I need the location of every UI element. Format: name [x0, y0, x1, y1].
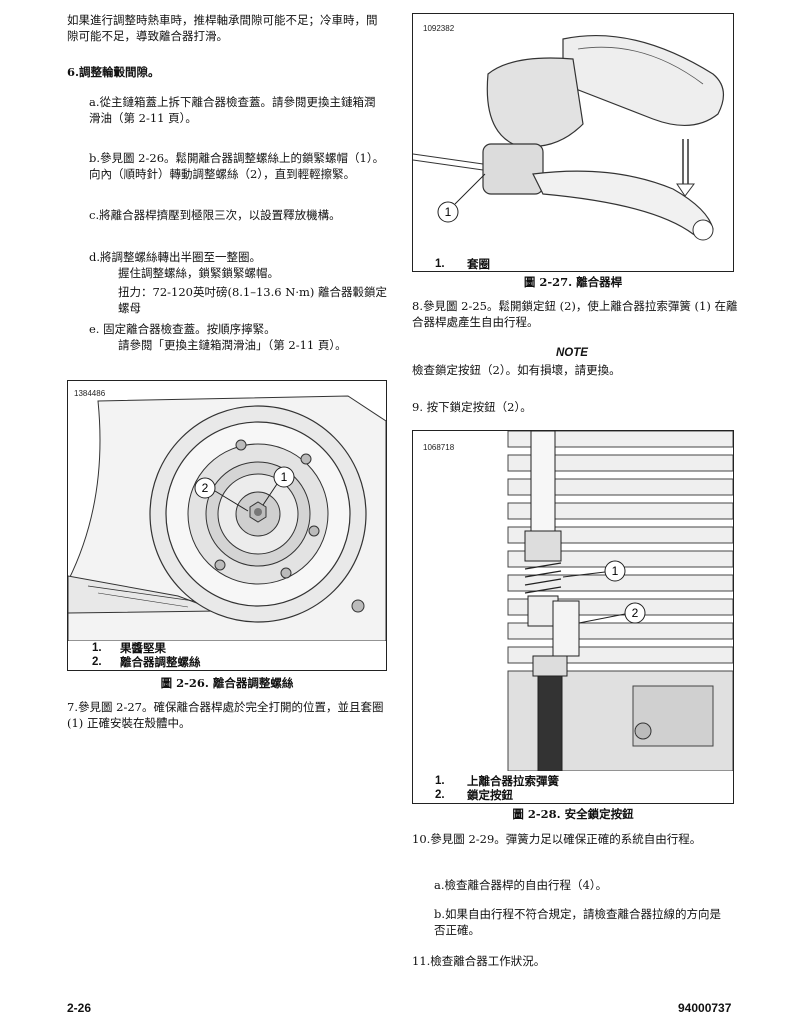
step-6b-line-2: 向內（順時針）轉動調整螺絲（2），直到輕輕擦緊。: [89, 167, 356, 181]
lock-button-illustration: 1 2: [507, 431, 733, 771]
step-6a-line-1: a.從主鏈箱蓋上拆下離合器檢查蓋。請參閱更換主鏈箱潤: [89, 95, 376, 109]
step-7-line-2: (1) 正確安裝在殼體中。: [67, 716, 191, 730]
step-10b-line-1: b.如果自由行程不符合規定，請檢查離合器拉線的方向是: [434, 907, 722, 921]
step-6-heading: 6.調整輪轂間隙。: [67, 65, 160, 79]
clutch-cover-illustration: 1 2: [68, 395, 386, 641]
step-6e-line-1: e. 固定離合器檢查蓋。按順序擰緊。: [89, 322, 276, 336]
step-6a-line-2: 滑油（第 2-11 頁）。: [89, 111, 197, 125]
step-6d-line-2: 握住調整螺絲，鎖緊鎖緊螺帽。: [118, 266, 279, 280]
step-6c: c.將離合器桿擠壓到極限三次，以設置釋放機構。: [89, 208, 341, 222]
figure-2-28: 1068718 1: [412, 430, 734, 804]
torque-spec-line-1: 扭力：72-120英吋磅(8.1–13.6 N·m) 離合器轂鎖定: [118, 285, 388, 299]
intro-line-1: 如果進行調整時熱車時，推桿軸承間隙可能不足；冷車時，間: [67, 13, 378, 27]
note-title: NOTE: [556, 347, 588, 359]
page-number: 2-26: [67, 1001, 92, 1015]
step-6e-line-2: 請參閱「更換主鏈箱潤滑油」（第 2-11 頁）。: [118, 338, 347, 352]
fig26-caption: 圖 2-26. 離合器調整螺絲: [160, 676, 294, 690]
step-6b-line-1: b.參見圖 2-26。鬆開離合器調整螺絲上的鎖緊螺帽（1）。: [89, 151, 385, 165]
figure-id: 1068718: [423, 443, 455, 452]
step-8-line-1: 8.參見圖 2-25。鬆開鎖定鈕 (2)，使上離合器拉索彈簧 (1) 在離: [412, 299, 738, 313]
fig28-callout-1: 1: [612, 564, 619, 578]
torque-spec-line-2: 螺母: [118, 301, 141, 315]
step-11: 11.檢查離合器工作狀況。: [412, 954, 546, 968]
step-8-line-2: 合器桿處產生自由行程。: [412, 315, 539, 329]
step-9: 9. 按下鎖定按鈕（2）。: [412, 400, 532, 414]
fig27-caption: 圖 2-27. 離合器桿: [523, 275, 623, 289]
figure-2-26: 1384486 1 2 1. 果醬堅果: [67, 380, 387, 671]
step-10a: a.檢查離合器桿的自由行程（4）。: [434, 878, 608, 892]
fig28-callout-2: 2: [632, 606, 639, 620]
clutch-lever-illustration: 1: [413, 34, 724, 241]
step-6d-line-1: d.將調整螺絲轉出半圈至一整圈。: [89, 250, 262, 264]
figure-2-27: 1092382 1 1. 套圈: [412, 13, 734, 272]
intro-line-2: 隙可能不足，導致離合器打滑。: [67, 29, 228, 43]
fig27-callout-1: 1: [445, 205, 452, 219]
step-7-line-1: 7.參見圖 2-27。確保離合器桿處於完全打開的位置，並且套圈: [67, 700, 384, 714]
step-10: 10.參見圖 2-29。彈簧力足以確保正確的系統自由行程。: [412, 832, 702, 846]
step-10b-line-2: 否正確。: [434, 923, 480, 937]
fig28-caption: 圖 2-28. 安全鎖定按鈕: [512, 807, 634, 821]
figure-id: 1384486: [74, 389, 106, 398]
figure-id: 1092382: [423, 24, 455, 33]
fig26-callout-1: 1: [281, 470, 288, 484]
fig26-callout-2: 2: [202, 481, 209, 495]
document-number: 94000737: [678, 1001, 732, 1015]
note-text: 檢查鎖定按鈕（2）。如有損壞，請更換。: [412, 363, 621, 377]
